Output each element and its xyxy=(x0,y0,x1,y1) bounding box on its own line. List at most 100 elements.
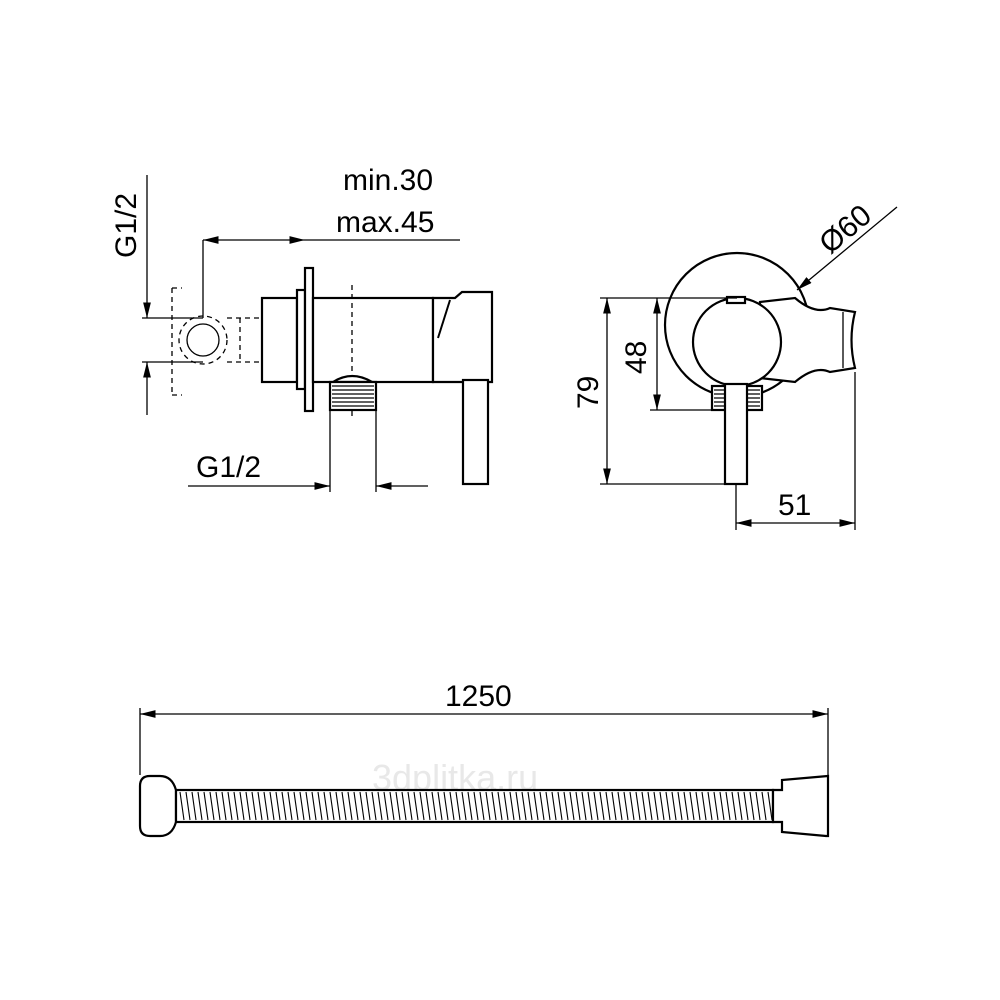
hose-rib xyxy=(431,791,437,821)
hose-rib xyxy=(689,791,695,821)
height-48-label: 48 xyxy=(620,341,653,374)
hose-rib xyxy=(743,791,749,821)
hose-rib xyxy=(353,791,359,821)
lever xyxy=(723,382,749,486)
hose-rib xyxy=(443,791,449,821)
hose-rib xyxy=(617,791,623,821)
front-view: Ø60 48 79 51 xyxy=(572,199,898,530)
hose-rib xyxy=(635,791,641,821)
hose-rib xyxy=(623,791,629,821)
hose-rib xyxy=(539,791,545,821)
hose-rib xyxy=(713,791,719,821)
hose-rib xyxy=(305,791,311,821)
hose-length-label: 1250 xyxy=(445,680,512,713)
hose-rib xyxy=(587,791,593,821)
hose-rib xyxy=(401,791,407,821)
height-79-label: 79 xyxy=(572,376,605,409)
hose-view: 1250 3dplitka.ru xyxy=(138,680,830,838)
hose-rib xyxy=(653,791,659,821)
depth-dimension: min.30 max.45 xyxy=(202,164,460,318)
hose-rib xyxy=(659,791,665,821)
hose-rib xyxy=(293,791,299,821)
hose-rib xyxy=(257,791,263,821)
hose-rib xyxy=(437,791,443,821)
hose-rib xyxy=(593,791,599,821)
hose-rib xyxy=(563,791,569,821)
hose-rib xyxy=(455,791,461,821)
hose-ribs xyxy=(179,791,773,821)
hose-rib xyxy=(767,791,773,821)
hose-rib xyxy=(731,791,737,821)
mixer-body-side xyxy=(260,266,494,486)
hose-rib xyxy=(389,791,395,821)
hose-rib xyxy=(317,791,323,821)
hose-rib xyxy=(287,791,293,821)
hose-rib xyxy=(191,791,197,821)
thread-vertical-dimension: G1/2 xyxy=(110,175,203,415)
hose-rib xyxy=(509,791,515,821)
hose-rib xyxy=(281,791,287,821)
hose-rib xyxy=(311,791,317,821)
hose-rib xyxy=(701,791,707,821)
hose-rib xyxy=(521,791,527,821)
hose-rib xyxy=(581,791,587,821)
hose-rib xyxy=(245,791,251,821)
hose-right-fitting xyxy=(771,774,830,838)
hose-rib xyxy=(239,791,245,821)
hose-rib xyxy=(485,791,491,821)
hose-rib xyxy=(269,791,275,821)
thread-vertical-label: G1/2 xyxy=(110,193,143,258)
hose-rib xyxy=(719,791,725,821)
thread-horizontal-label: G1/2 xyxy=(196,451,261,484)
hose-rib xyxy=(491,791,497,821)
hose-rib xyxy=(725,791,731,821)
hose-rib xyxy=(365,791,371,821)
hose-rib xyxy=(383,791,389,821)
thread-horizontal-dimension: G1/2 xyxy=(188,410,428,492)
width-51-label: 51 xyxy=(778,489,811,522)
hose-rib xyxy=(569,791,575,821)
hose-rib xyxy=(671,791,677,821)
hose-rib xyxy=(761,791,767,821)
hose-rib xyxy=(233,791,239,821)
hose-rib xyxy=(323,791,329,821)
hose-rib xyxy=(683,791,689,821)
hose-rib xyxy=(377,791,383,821)
hose-rib xyxy=(467,791,473,821)
hose-rib xyxy=(185,791,191,821)
hose-rib xyxy=(515,791,521,821)
wall-outlet-dashed xyxy=(171,287,262,396)
hose-rib xyxy=(575,791,581,821)
hose-rib xyxy=(629,791,635,821)
hose-rib xyxy=(425,791,431,821)
hose-rib xyxy=(347,791,353,821)
hose-rib xyxy=(395,791,401,821)
hose-rib xyxy=(647,791,653,821)
hose-rib xyxy=(359,791,365,821)
height-48-dimension: 48 xyxy=(620,297,737,411)
hose-rib xyxy=(545,791,551,821)
hose-rib xyxy=(599,791,605,821)
hose-rib xyxy=(179,791,185,821)
hose-rib xyxy=(407,791,413,821)
hose-rib xyxy=(203,791,209,821)
hose-rib xyxy=(449,791,455,821)
hose-rib xyxy=(527,791,533,821)
hose-rib xyxy=(461,791,467,821)
hose-rib xyxy=(665,791,671,821)
hose-rib xyxy=(215,791,221,821)
height-79-dimension: 79 xyxy=(572,297,725,485)
holder-bracket xyxy=(758,296,857,384)
hose-rib xyxy=(533,791,539,821)
hose-rib xyxy=(707,791,713,821)
depth-max-label: max.45 xyxy=(336,206,434,239)
hose-rib xyxy=(221,791,227,821)
hose-rib xyxy=(341,791,347,821)
depth-min-label: min.30 xyxy=(343,164,433,197)
hose-rib xyxy=(197,791,203,821)
hose-left-fitting xyxy=(138,774,178,838)
hose-rib xyxy=(557,791,563,821)
hose-rib xyxy=(551,791,557,821)
hose-rib xyxy=(503,791,509,821)
